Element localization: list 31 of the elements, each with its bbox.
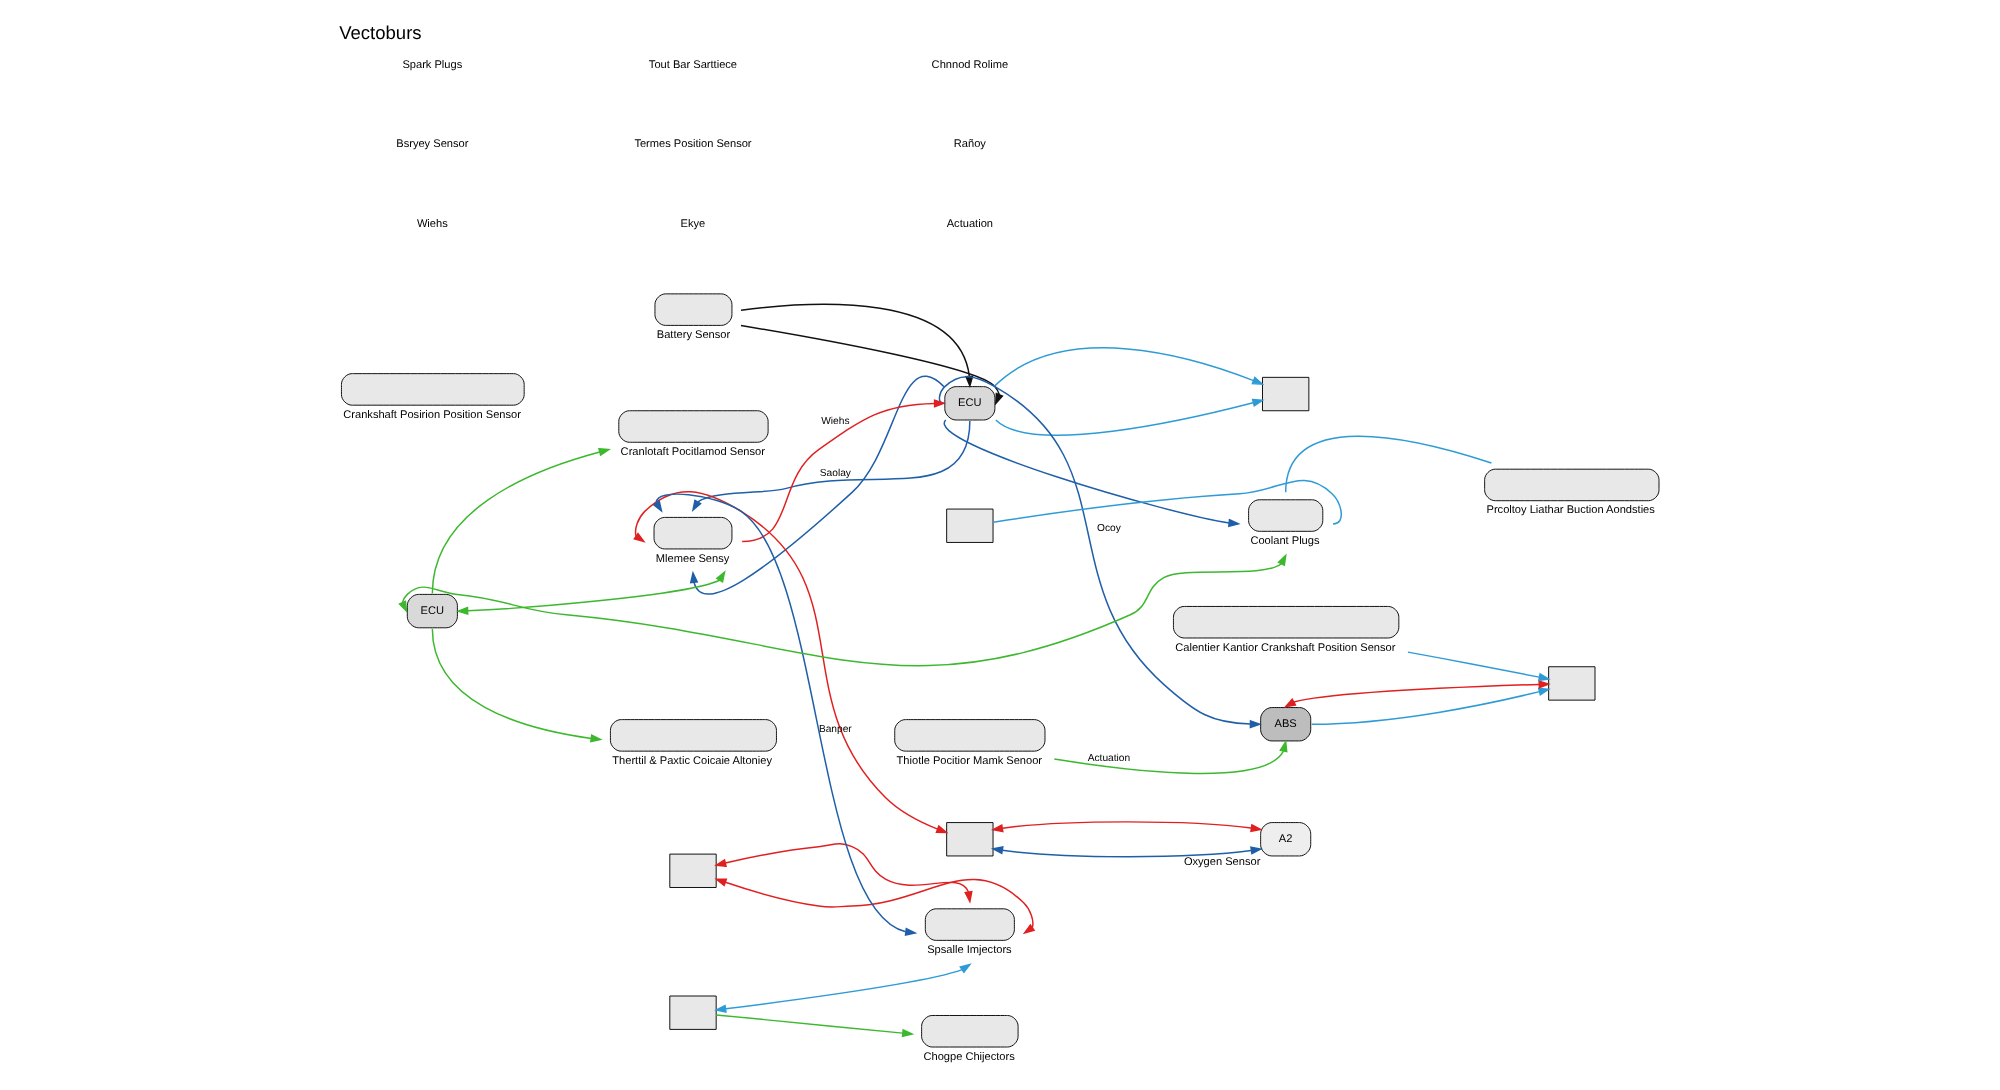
arrow	[456, 570, 726, 616]
arrow	[993, 347, 1265, 388]
node-box	[946, 822, 994, 857]
arrow	[990, 846, 1263, 858]
arrow	[633, 491, 949, 834]
arrow	[1407, 651, 1551, 682]
node-box	[669, 853, 717, 888]
arrow	[431, 627, 603, 743]
arrow	[431, 448, 611, 595]
arrow	[689, 375, 945, 595]
arrow	[741, 399, 947, 543]
arrow	[995, 398, 1265, 436]
arrow	[714, 878, 1036, 935]
node-box	[946, 508, 994, 543]
arrow	[715, 1014, 915, 1038]
arrow	[714, 963, 972, 1013]
arrow	[691, 420, 971, 512]
diagram-title: Vectoburs	[339, 22, 422, 43]
node-box	[1548, 666, 1596, 701]
node-box	[669, 995, 717, 1030]
arrow	[1053, 739, 1288, 775]
node-box	[1262, 376, 1310, 412]
arrow	[944, 419, 1241, 528]
arrow	[1283, 680, 1551, 708]
arrow	[398, 553, 1287, 666]
arrow	[740, 324, 1004, 406]
arrow	[1310, 687, 1551, 725]
arrow	[990, 821, 1263, 833]
arrow	[714, 843, 973, 904]
connector	[992, 479, 1342, 525]
connector	[1284, 435, 1493, 494]
